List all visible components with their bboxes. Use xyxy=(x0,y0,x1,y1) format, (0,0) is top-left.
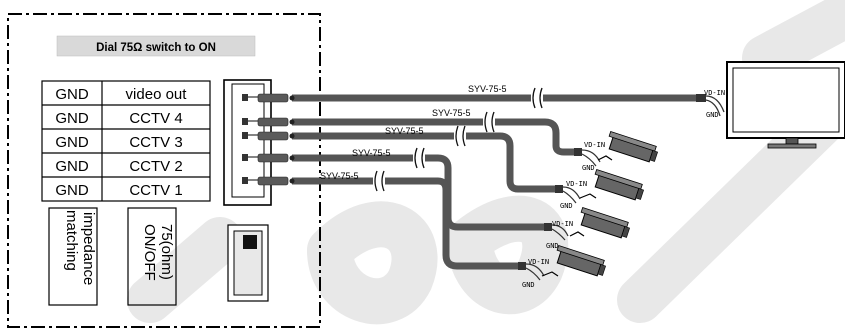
cable-break-3 xyxy=(413,147,425,169)
terminal-gnd-3: GND xyxy=(55,158,89,175)
cable-break-1 xyxy=(483,111,495,133)
cable-break-0 xyxy=(531,87,543,109)
cable-break-4 xyxy=(373,170,385,192)
terminal-gnd-2: GND xyxy=(55,134,89,151)
cables xyxy=(292,94,706,270)
impedance-label-1: impedance xyxy=(80,212,97,285)
camera-icon xyxy=(518,244,607,281)
cable-cctv1 xyxy=(292,177,520,270)
cable-label-3: SYV-75-5 xyxy=(352,148,391,158)
coax-connector-icon xyxy=(242,131,295,141)
camera-icon xyxy=(555,168,645,204)
camera-3-gnd-label: GND xyxy=(560,202,573,210)
camera-1-gnd-label: GND xyxy=(522,281,535,289)
cable-label-2: SYV-75-5 xyxy=(385,126,424,136)
camera-1-vd-in-label: VD-IN xyxy=(528,258,549,266)
impedance-label-2: matching xyxy=(63,210,80,271)
monitor-vd-in-label: VD-IN xyxy=(704,89,725,97)
cable-breaks xyxy=(373,87,543,192)
switch-label-1: 75(ohm) xyxy=(158,224,175,280)
terminal-gnd-4: GND xyxy=(55,182,89,199)
cable-break-2 xyxy=(454,125,466,147)
camera-3-vd-in-label: VD-IN xyxy=(566,180,587,188)
camera-2-gnd-label: GND xyxy=(546,242,559,250)
panel-outline xyxy=(7,13,321,328)
monitor-icon xyxy=(726,61,845,149)
terminal-gnd-0: GND xyxy=(55,86,89,103)
coax-connector-icon xyxy=(242,176,295,186)
camera-icon xyxy=(574,130,659,167)
terminal-table: GND video out GND CCTV 4 GND CCTV 3 GND … xyxy=(41,80,211,202)
coax-connector-icon xyxy=(242,153,295,163)
panel-connectors xyxy=(242,93,295,186)
banner-box xyxy=(56,35,256,57)
terminal-gnd-1: GND xyxy=(55,110,89,127)
camera-4-vd-in-label: VD-IN xyxy=(584,141,605,149)
terminal-signal-3: CCTV 2 xyxy=(129,158,182,175)
dip-switch-icon xyxy=(227,224,269,302)
cable-label-0: SYV-75-5 xyxy=(468,84,507,94)
camera-4-gnd-label: GND xyxy=(582,164,595,172)
terminal-signal-4: CCTV 1 xyxy=(129,182,182,199)
coax-connector-icon xyxy=(242,117,295,127)
switch-label-2: ON/OFF xyxy=(141,224,158,281)
cable-label-1: SYV-75-5 xyxy=(432,108,471,118)
camera-icon xyxy=(544,206,631,241)
monitor-gnd-label: GND xyxy=(706,111,719,119)
cable-cctv3 xyxy=(292,132,557,193)
coax-connector-icon xyxy=(242,93,295,103)
banner-text: Dial 75Ω switch to ON xyxy=(96,42,216,54)
camera-2-vd-in-label: VD-IN xyxy=(552,220,573,228)
terminal-signal-0: video out xyxy=(126,86,188,103)
cable-label-4: SYV-75-5 xyxy=(320,171,359,181)
monitor-connector xyxy=(696,94,725,117)
switch-label-box xyxy=(127,207,177,306)
impedance-box xyxy=(48,207,98,306)
cable-cctv4 xyxy=(292,118,577,156)
terminal-signal-1: CCTV 4 xyxy=(129,110,182,127)
terminal-signal-2: CCTV 3 xyxy=(129,134,182,151)
